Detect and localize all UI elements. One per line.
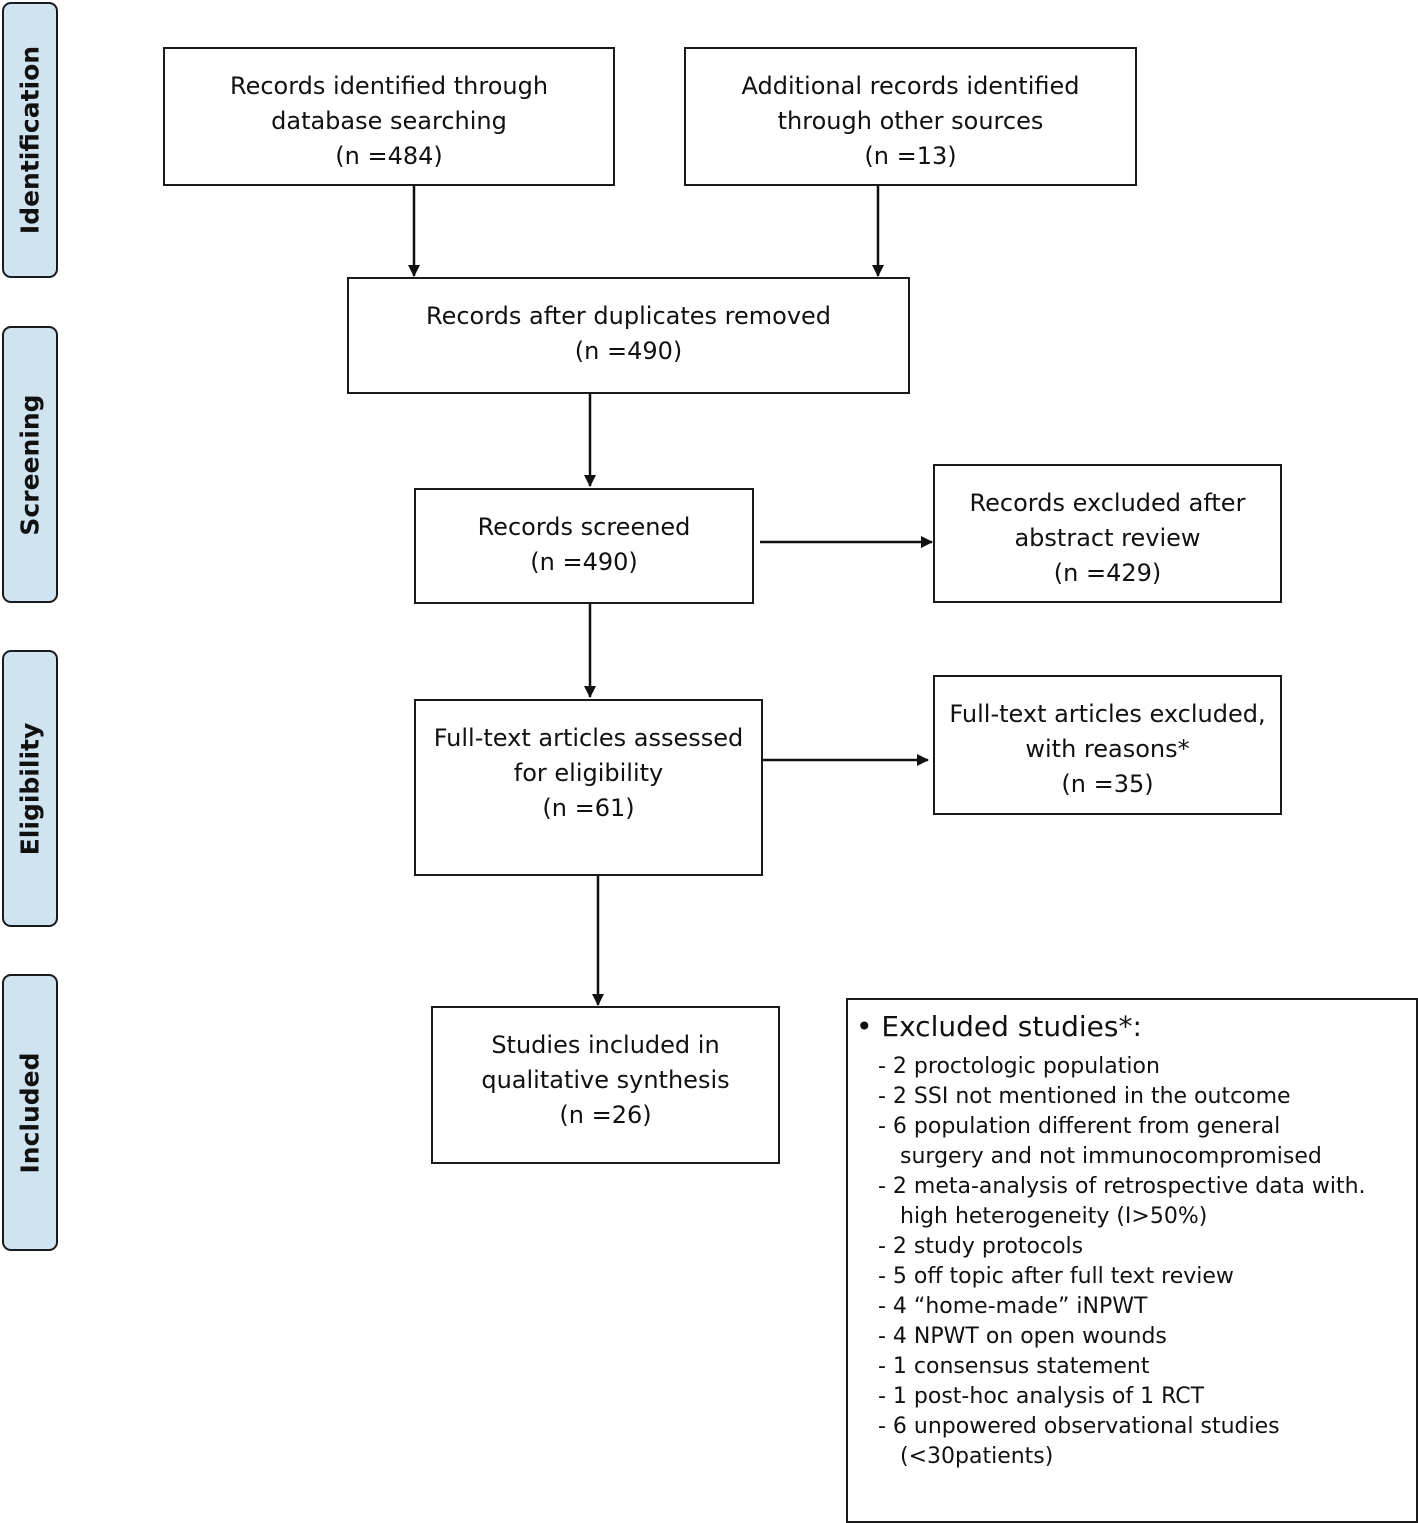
excluded-reason-text: - 4 NPWT on open wounds [878,1324,1167,1349]
excluded-reason-item: - 6 population different from general sur… [878,1112,1366,1172]
box-excluded-abstract: Records excluded after abstract review (… [933,464,1282,603]
box-count: (n =26) [559,1101,652,1129]
box-count: (n =490) [574,337,683,365]
box-count: (n =13) [864,142,957,170]
box-line: Full-text articles assessed [433,724,744,752]
box-other-sources: Additional records identified through ot… [684,47,1137,186]
excluded-reason-continuation: (<30patients) [900,1444,1054,1469]
excluded-reason-text: - 4 “home-made” iNPWT [878,1294,1148,1319]
box-screened: Records screened (n =490) [414,488,754,604]
excluded-reason-item: - 2 proctologic population [878,1052,1366,1082]
phase-screening: Screening [2,326,58,603]
box-after-duplicates: Records after duplicates removed (n =490… [347,277,910,394]
box-fulltext-excluded: Full-text articles excluded, with reason… [933,675,1282,815]
excluded-studies-list: - 2 proctologic population - 2 SSI not me… [878,1052,1366,1472]
excluded-reason-text: - 6 unpowered observational studies [878,1414,1280,1439]
box-count: (n =35) [1061,770,1154,798]
excluded-studies-title: • Excluded studies*: [856,1010,1142,1043]
excluded-reason-item: - 4 “home-made” iNPWT [878,1292,1366,1322]
box-line: Full-text articles excluded, [949,700,1266,728]
excluded-studies-note: • Excluded studies*: - 2 proctologic pop… [846,998,1418,1523]
excluded-reason-item: - 2 study protocols [878,1232,1366,1262]
box-line: Records excluded after [969,489,1246,517]
box-line: database searching [271,107,507,135]
box-line: Additional records identified [741,72,1080,100]
box-line: Records screened [477,513,691,541]
box-line: for eligibility [513,759,664,787]
box-count: (n =61) [542,794,635,822]
box-line: Records after duplicates removed [425,302,832,330]
box-count: (n =490) [530,548,638,576]
excluded-reason-text: - 1 post-hoc analysis of 1 RCT [878,1384,1205,1409]
box-line: qualitative synthesis [481,1066,730,1094]
excluded-reason-item: - 5 off topic after full text review [878,1262,1366,1292]
excluded-reason-item: - 4 NPWT on open wounds [878,1322,1366,1352]
phase-included: Included [2,974,58,1251]
box-line: through other sources [777,107,1044,135]
excluded-reason-text: - 5 off topic after full text review [878,1264,1234,1289]
box-included: Studies included in qualitative synthesi… [431,1006,780,1164]
phase-identification: Identification [2,2,58,278]
excluded-reason-item: - 1 consensus statement [878,1352,1366,1382]
excluded-reason-text: - 2 meta-analysis of retrospective data … [878,1174,1366,1199]
excluded-reason-text: - 2 proctologic population [878,1054,1160,1079]
excluded-reason-item: - 1 post-hoc analysis of 1 RCT [878,1382,1366,1412]
excluded-reason-item: - 2 meta-analysis of retrospective data … [878,1172,1366,1232]
box-fulltext-assessed: Full-text articles assessed for eligibil… [414,699,763,876]
box-line: abstract review [1014,524,1201,552]
box-line: Records identified through [229,72,549,100]
excluded-reason-item: - 2 SSI not mentioned in the outcome [878,1082,1366,1112]
phase-eligibility: Eligibility [2,650,58,927]
box-count: (n =484) [335,142,443,170]
excluded-reason-item: - 6 unpowered observational studies (<30p… [878,1412,1366,1472]
excluded-reason-continuation: high heterogeneity (I>50%) [900,1204,1208,1229]
excluded-reason-text: - 2 study protocols [878,1234,1084,1259]
excluded-reason-continuation: surgery and not immunocompromised [900,1144,1322,1169]
excluded-reason-text: - 2 SSI not mentioned in the outcome [878,1084,1291,1109]
box-count: (n =429) [1053,559,1162,587]
box-line: Studies included in [491,1031,720,1059]
box-line: with reasons* [1025,735,1190,763]
excluded-reason-text: - 6 population different from general [878,1114,1281,1139]
box-db-search: Records identified through database sear… [163,47,615,186]
excluded-reason-text: - 1 consensus statement [878,1354,1150,1379]
